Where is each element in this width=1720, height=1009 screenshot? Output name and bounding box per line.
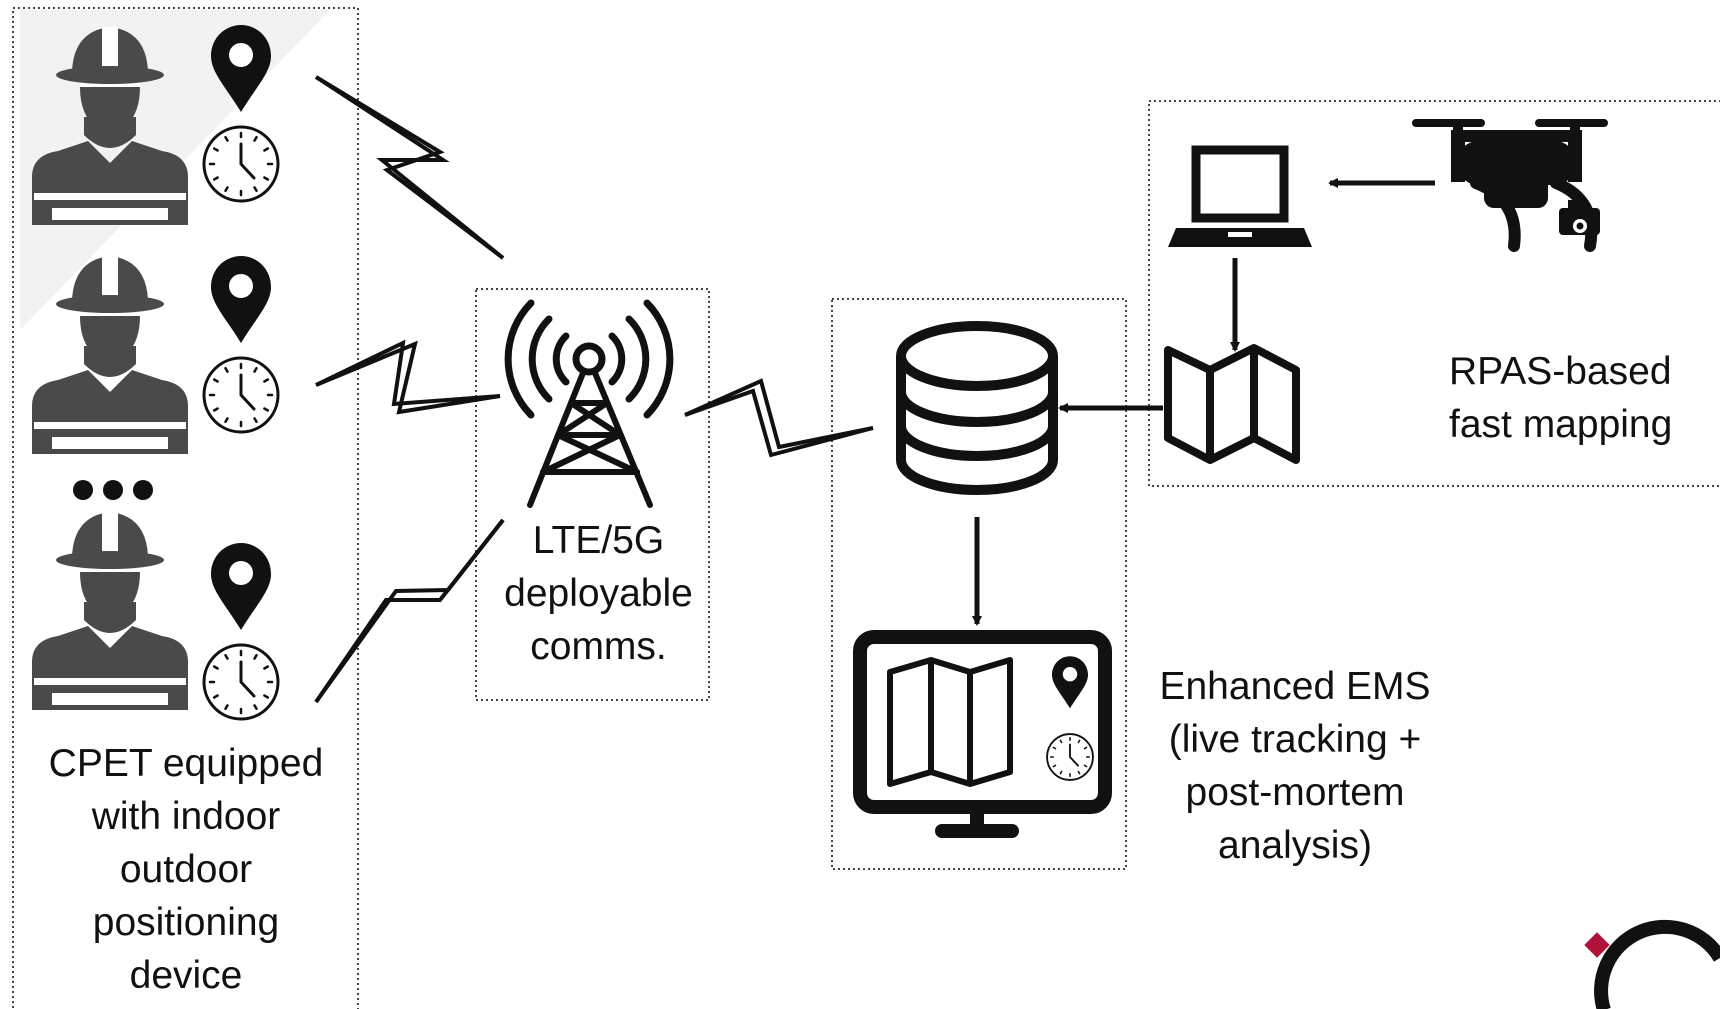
comms-label-line: deployable	[504, 572, 693, 615]
wireless-link-icon	[684, 388, 874, 458]
cpet-label-line: device	[129, 954, 243, 997]
ems-label-line: (live tracking +	[1168, 718, 1422, 761]
cpet-label-line: outdoor	[119, 848, 253, 891]
cpet-label-line: with indoor	[91, 795, 281, 838]
location-pin-icon	[211, 256, 271, 343]
firefighter-icon	[32, 512, 188, 710]
rpas-label-line: RPAS-based	[1449, 350, 1672, 393]
cpet-label-line: CPET equipped	[48, 742, 324, 785]
cpet-label-line: positioning	[92, 901, 280, 944]
ems-label-line: analysis)	[1218, 824, 1372, 867]
comms-group-box	[475, 288, 710, 701]
location-pin-icon	[211, 543, 271, 630]
wireless-link-icon	[315, 340, 501, 415]
cell-tower-icon	[504, 299, 674, 508]
clock-icon	[202, 356, 280, 434]
logo-mark	[1584, 919, 1720, 1009]
drone-icon	[1412, 119, 1608, 252]
rpas-group-box	[1148, 100, 1720, 487]
folded-map-icon	[1164, 344, 1300, 464]
wireless-link-icon	[314, 75, 505, 260]
ems-group-box	[831, 298, 1127, 870]
cpet-label: CPET equipped with indoor outdoor positi…	[14, 737, 358, 1002]
comms-label-line: comms.	[530, 625, 667, 668]
cpet-group-box	[12, 7, 359, 1009]
wireless-link-icon	[314, 518, 505, 704]
wireless-link-icon	[314, 75, 505, 260]
laptop-icon	[1168, 145, 1312, 247]
comms-label-line: LTE/5G	[532, 519, 665, 562]
rpas-label-line: fast mapping	[1449, 403, 1673, 446]
wireless-link-icon	[314, 518, 505, 704]
monitor-map-icon	[853, 630, 1112, 838]
clock-icon	[202, 125, 280, 203]
rpas-label: RPAS-based fast mapping	[1449, 345, 1717, 451]
ems-label-line: Enhanced EMS	[1159, 665, 1431, 708]
ems-label-line: post-mortem	[1185, 771, 1405, 814]
clock-icon	[202, 643, 280, 721]
wireless-link-icon	[684, 378, 874, 450]
ellipsis-icon	[73, 480, 153, 500]
database-icon	[896, 321, 1058, 495]
ems-label: Enhanced EMS (live tracking + post-morte…	[1130, 660, 1460, 872]
wireless-link-icon	[315, 339, 501, 407]
comms-label: LTE/5G deployable comms.	[476, 514, 721, 673]
